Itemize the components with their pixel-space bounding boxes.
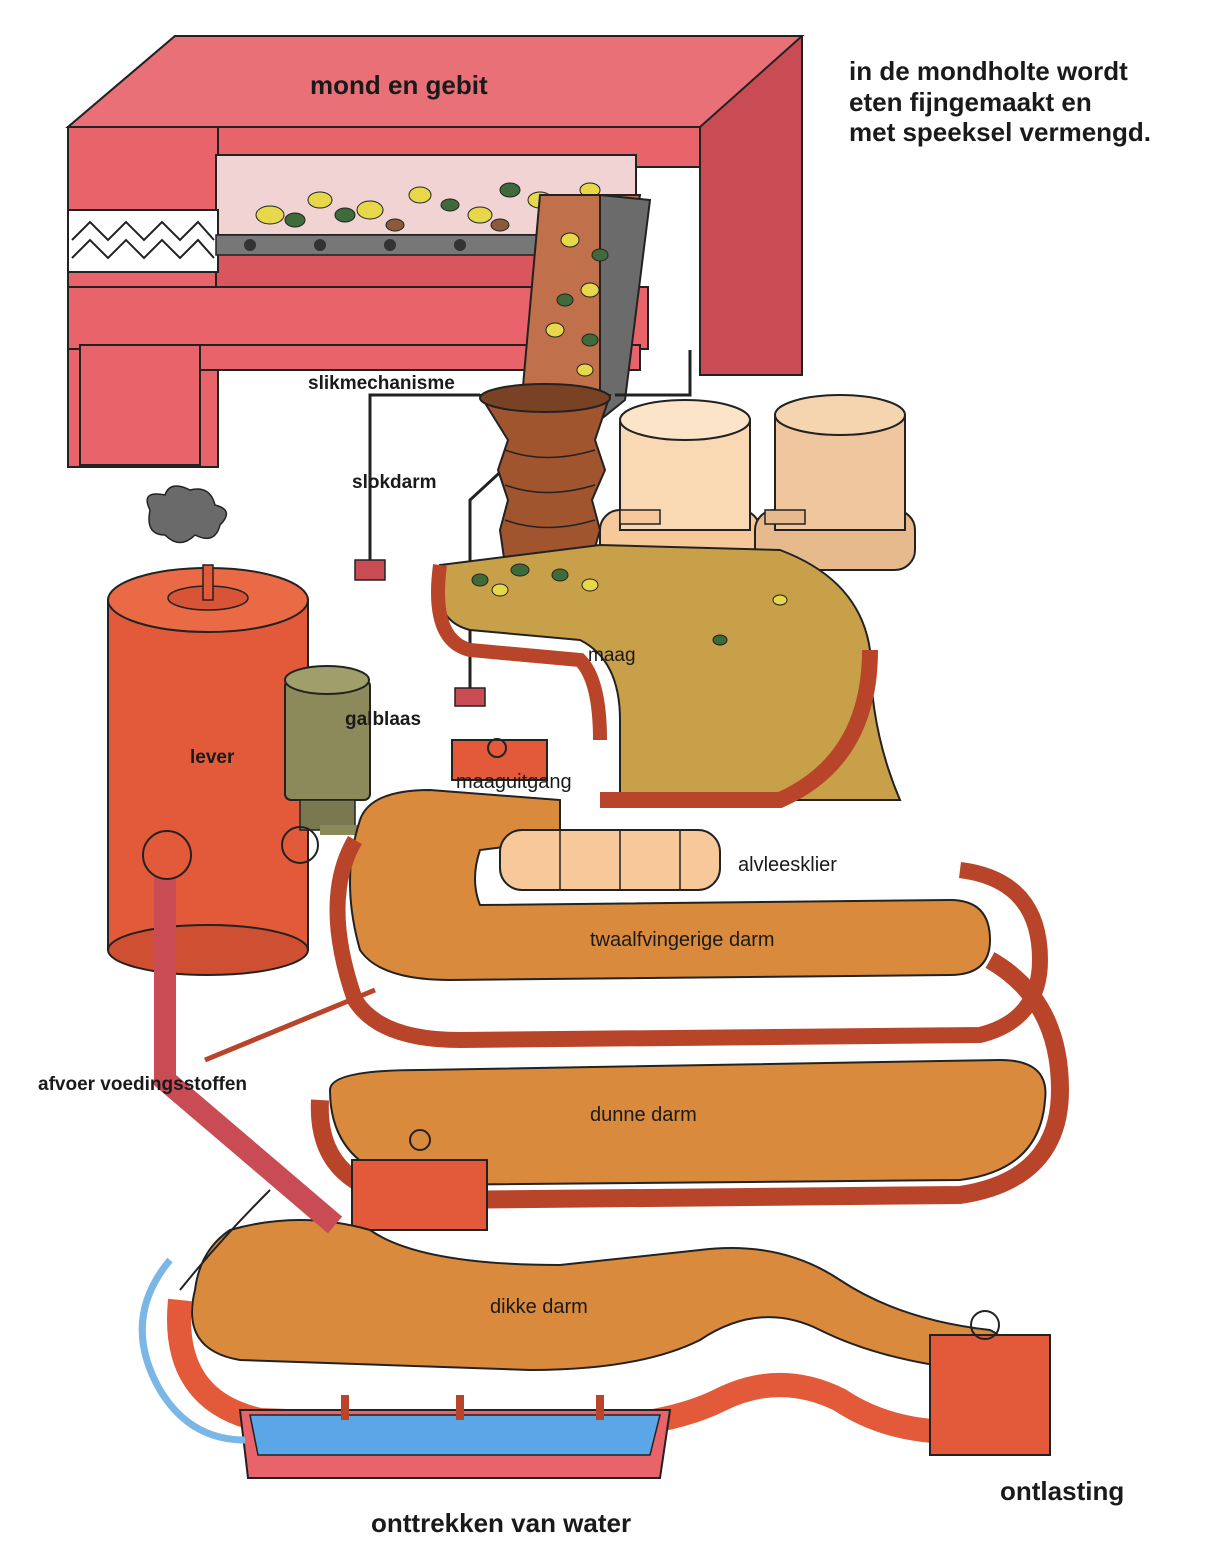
- label-alvleesklier: alvleesklier: [738, 855, 837, 875]
- label-slikmechanisme: slikmechanisme: [308, 374, 455, 393]
- label-galblaas: galblaas: [345, 710, 421, 729]
- label-ontlasting: ontlasting: [1000, 1478, 1124, 1504]
- label-maaguitgang: maaguitgang: [456, 772, 572, 792]
- page-title: mond en gebit: [310, 72, 488, 98]
- label-maag: maag: [588, 646, 636, 665]
- intro-text: in de mondholte wordt eten fijngemaakt e…: [849, 56, 1151, 148]
- esophagus: [480, 384, 610, 565]
- water-tray: [240, 1395, 670, 1478]
- label-dikke-darm: dikke darm: [490, 1297, 588, 1317]
- label-slokdarm: slokdarm: [352, 473, 436, 492]
- intro-line-3: met speeksel vermengd.: [849, 117, 1151, 148]
- intro-line-1: in de mondholte wordt: [849, 56, 1151, 87]
- label-afvoer-voedingsstoffen: afvoer voedingsstoffen: [38, 1075, 247, 1094]
- intro-line-2: eten fijngemaakt en: [849, 87, 1151, 118]
- gland-tanks: [600, 395, 915, 570]
- label-dunne-darm: dunne darm: [590, 1105, 697, 1125]
- label-twaalfvingerige-darm: twaalfvingerige darm: [590, 930, 775, 950]
- label-lever: lever: [190, 748, 234, 767]
- liver-tank: [108, 486, 308, 975]
- label-onttrekken-van-water: onttrekken van water: [371, 1510, 631, 1536]
